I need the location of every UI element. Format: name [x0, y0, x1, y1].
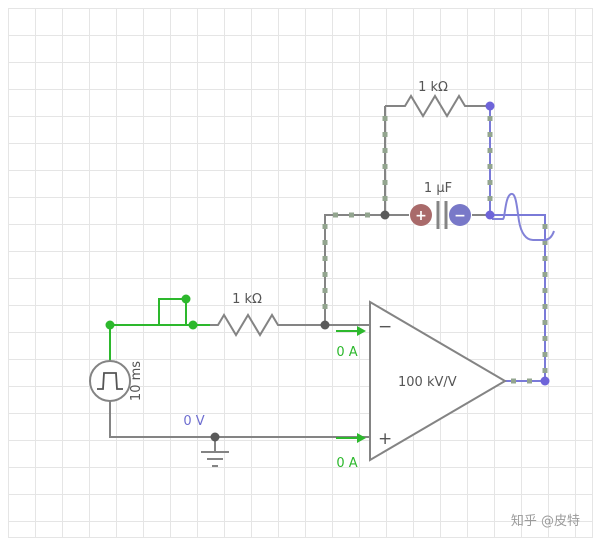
current-arrowhead-icon — [357, 433, 366, 443]
junction-dots — [210, 210, 390, 442]
node-dot-blue[interactable] — [540, 376, 550, 386]
watermark: 知乎 @皮特 — [510, 514, 580, 529]
node-dot-blue[interactable] — [485, 101, 495, 111]
source-pulse-width-label: 10 ms — [129, 361, 144, 401]
output-waveform-trace — [492, 192, 555, 241]
selected-wire-group — [489, 106, 546, 382]
capacitor-positive-terminal-icon — [410, 204, 432, 226]
junction-dot[interactable] — [380, 210, 390, 220]
opamp-noninverting-sign: + — [378, 429, 392, 449]
input-resistor-body[interactable] — [210, 313, 288, 337]
capacitor-minus-sign: − — [454, 208, 466, 224]
opamp-triangle[interactable] — [369, 300, 507, 462]
source-body[interactable] — [89, 360, 131, 402]
capacitor-plus-sign: + — [415, 208, 427, 224]
opamp-gain-label: 100 kV/V — [398, 375, 457, 390]
live-wire-group — [109, 324, 210, 361]
live-node-dots — [105, 294, 198, 330]
inverting-current-label: 0 A — [336, 345, 357, 360]
feedback-resistor[interactable]: 1 kΩ — [385, 80, 490, 118]
wire-output-feedback[interactable] — [490, 214, 546, 381]
current-arrowhead-icon — [357, 326, 366, 336]
noninverting-current-label: 0 A — [336, 456, 357, 471]
noninverting-current-indicator: 0 A — [336, 433, 366, 471]
ground-node-voltage-label: 0 V — [183, 414, 204, 429]
wire-bottom-rail[interactable] — [109, 401, 370, 438]
selected-node-dots — [485, 101, 550, 386]
node-dot-green[interactable] — [181, 294, 191, 304]
feedback-resistor-label: 1 kΩ — [418, 80, 448, 95]
inverting-current-indicator: 0 A — [336, 326, 366, 360]
opamp-inverting-sign: − — [378, 317, 392, 337]
node-dot-green[interactable] — [188, 320, 198, 330]
node-dot-green[interactable] — [105, 320, 115, 330]
node-dot-blue[interactable] — [485, 210, 495, 220]
pulse-voltage-source[interactable]: 10 ms — [89, 360, 144, 402]
feedback-resistor-body[interactable] — [385, 94, 490, 118]
current-marker-group — [322, 116, 548, 384]
input-waveform-trace — [147, 298, 197, 326]
capacitor-negative-terminal-icon — [449, 204, 471, 226]
pulse-waveform-icon — [97, 372, 123, 390]
capacitor-label: 1 µF — [424, 181, 452, 196]
opamp[interactable]: − + 100 kV/V — [369, 300, 507, 462]
input-resistor-label: 1 kΩ — [232, 292, 262, 307]
junction-dot[interactable] — [210, 432, 220, 442]
feedback-capacitor[interactable]: + − 1 µF — [410, 181, 471, 229]
grid-background — [8, 8, 593, 538]
junction-dot[interactable] — [320, 320, 330, 330]
input-resistor[interactable]: 1 kΩ — [210, 292, 288, 337]
